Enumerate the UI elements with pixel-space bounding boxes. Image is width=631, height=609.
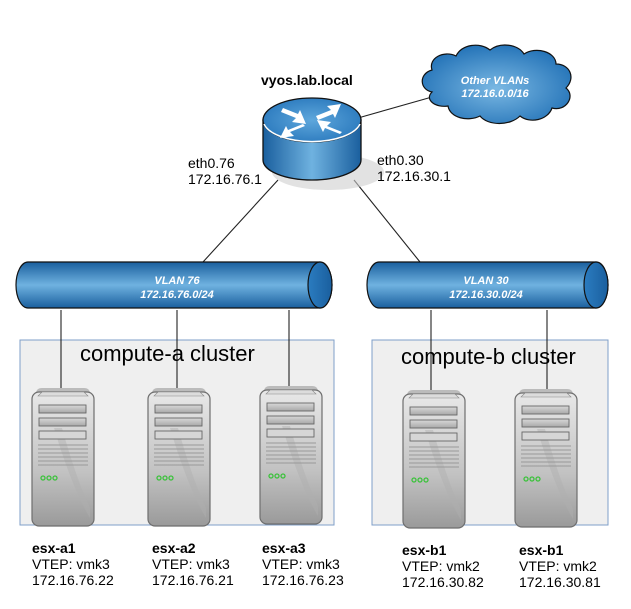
- interface-name: eth0.76: [188, 155, 235, 171]
- interface-name: eth0.30: [377, 152, 424, 168]
- server-icon-esx-a2[interactable]: [147, 387, 211, 527]
- link-router-vlan76: [202, 179, 279, 263]
- cloud-title: Other VLANs: [461, 75, 529, 87]
- host-name: esx-a1: [32, 540, 76, 556]
- host-name: esx-a3: [262, 540, 306, 556]
- vlan-76-title: VLAN 76: [154, 275, 200, 287]
- server-icon-esx-b1[interactable]: [402, 389, 466, 529]
- host-label-esx-a2: esx-a2 VTEP: vmk3 172.16.76.21: [152, 540, 234, 588]
- host-name: esx-a2: [152, 540, 196, 556]
- host-ip: 172.16.30.81: [519, 574, 601, 590]
- link-router-cloud: [357, 96, 433, 119]
- cloud-icon[interactable]: Other VLANs 172.16.0.0/16: [421, 44, 572, 125]
- host-label-esx-a1: esx-a1 VTEP: vmk3 172.16.76.22: [32, 540, 114, 588]
- host-vtep: VTEP: vmk3: [262, 556, 340, 572]
- cluster-title-compute-b: compute-b cluster: [401, 344, 576, 369]
- host-name: esx-b1: [402, 542, 447, 558]
- cloud-subnet: 172.16.0.0/16: [461, 88, 529, 100]
- vlan-30-subnet: 172.16.30.0/24: [449, 289, 522, 301]
- router-hostname: vyos.lab.local: [261, 72, 353, 88]
- host-vtep: VTEP: vmk3: [152, 556, 230, 572]
- cluster-title-compute-a: compute-a cluster: [80, 341, 255, 366]
- server-icon-esx-a3[interactable]: [259, 385, 323, 525]
- router-interface-eth0-76: eth0.76 172.16.76.1: [188, 155, 262, 187]
- vlan-76-segment[interactable]: VLAN 76 172.16.76.0/24: [15, 261, 333, 309]
- vlan-30-title: VLAN 30: [463, 275, 509, 287]
- host-ip: 172.16.30.82: [402, 574, 484, 590]
- router-interface-eth0-30: eth0.30 172.16.30.1: [377, 152, 451, 184]
- interface-ip: 172.16.76.1: [188, 171, 262, 187]
- host-vtep: VTEP: vmk3: [32, 556, 110, 572]
- host-ip: 172.16.76.22: [32, 572, 114, 588]
- host-label-esx-b1: esx-b1 VTEP: vmk2 172.16.30.82: [402, 542, 484, 590]
- link-router-vlan30: [353, 179, 421, 263]
- vlan-76-subnet: 172.16.76.0/24: [140, 289, 213, 301]
- server-icon-esx-b2[interactable]: [514, 388, 578, 528]
- host-ip: 172.16.76.21: [152, 572, 234, 588]
- router-icon[interactable]: [262, 97, 384, 190]
- host-name: esx-b1: [519, 542, 564, 558]
- host-label-esx-b2: esx-b1 VTEP: vmk2 172.16.30.81: [519, 542, 601, 590]
- host-ip: 172.16.76.23: [262, 572, 344, 588]
- host-label-esx-a3: esx-a3 VTEP: vmk3 172.16.76.23: [262, 540, 344, 588]
- interface-ip: 172.16.30.1: [377, 168, 451, 184]
- host-vtep: VTEP: vmk2: [402, 558, 480, 574]
- host-vtep: VTEP: vmk2: [519, 558, 597, 574]
- server-icon-esx-a1[interactable]: [31, 387, 95, 527]
- vlan-30-segment[interactable]: VLAN 30 172.16.30.0/24: [366, 261, 609, 309]
